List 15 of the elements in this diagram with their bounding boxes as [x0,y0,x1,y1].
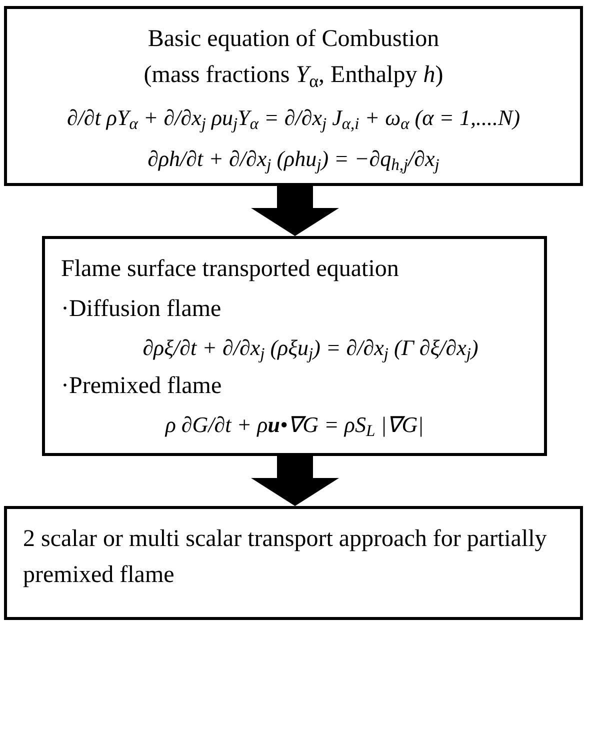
block-arrow [251,456,339,506]
block-arrow [251,186,339,236]
text-box [4,506,583,620]
box-text: 2 scalar or multi scalar transport approach for partially premixed flame [23,525,548,590]
bullet-item: ·Premixed flame [61,372,223,401]
equation: ρ ∂G/∂t + ρu•∇G = ρS$_{L}$ |∇G| [164,411,425,441]
text-box [4,6,583,186]
text-box [42,236,547,456]
box-heading: Basic equation of Combustion [146,25,440,54]
box-subheading: (mass fractions Y$_{α}$, Enthalpy h) [142,61,444,92]
box-heading: Flame surface transported equation [61,255,400,284]
equation: ∂ρh/∂t + ∂/∂x$_{j}$ (ρhu$_{j}$) = −∂q$_{h,j}$/∂x$_{j}$ [146,145,440,175]
equation: ∂ρξ/∂t + ∂/∂x$_{j}$ (ρξu$_{j}$) = ∂/∂x$_{j}$ (Γ ∂ξ/∂x$_{j}$) [142,334,480,364]
equation: ∂/∂t ρY$_{α}$ + ∂/∂x$_{j}$ ρu$_{j}$Y$_{α}$ = ∂/∂x$_{j}$ J$_{α,i}$ + ω$_{α}$ (α = 1,....N) [66,104,522,134]
bullet-item: ·Diffusion flame [61,295,222,324]
